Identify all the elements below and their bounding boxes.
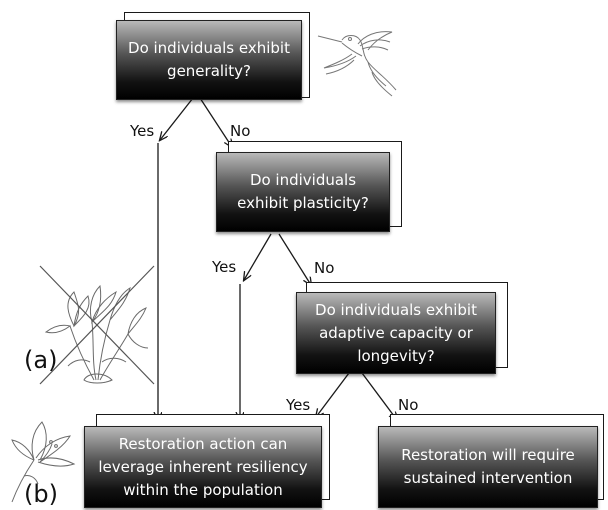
arrow-q1-yes	[160, 97, 194, 140]
crossed-out-lily-bouquet-icon	[39, 265, 155, 385]
q1-text: Do individuals exhibit generality?	[128, 39, 290, 80]
arrow-q3-yes	[316, 372, 350, 417]
panel-label-a: (a)	[24, 346, 58, 374]
q3-text: Do individuals exhibit adaptive capacity…	[315, 300, 477, 365]
outcome-a-box: Restoration action can leverage inherent…	[84, 426, 322, 508]
hummingbird-icon	[317, 31, 397, 97]
single-tubular-flower-icon	[11, 421, 76, 503]
q2-decision-box: Do individuals exhibit plasticity?	[216, 152, 390, 232]
q1-yes-label: Yes	[130, 122, 155, 140]
q3-yes-label: Yes	[286, 396, 311, 414]
arrow-q3-no	[361, 372, 397, 420]
arrow-q2-yes	[244, 233, 272, 280]
panel-label-b: (b)	[24, 480, 58, 508]
q1-decision-box: Do individuals exhibit generality?	[116, 20, 302, 100]
q2-no-label: No	[314, 259, 335, 277]
q2-yes-label: Yes	[212, 258, 237, 276]
q1-no-label: No	[230, 122, 251, 140]
q3-decision-box: Do individuals exhibit adaptive capacity…	[296, 292, 496, 374]
q2-text: Do individuals exhibit plasticity?	[237, 171, 369, 212]
outcome-b-text: Restoration will require sustained inter…	[401, 446, 575, 487]
arrow-q1-no	[199, 97, 232, 147]
outcome-b-box: Restoration will require sustained inter…	[378, 426, 598, 508]
arrow-q2-no	[278, 233, 311, 285]
q3-no-label: No	[398, 396, 419, 414]
outcome-a-text: Restoration action can leverage inherent…	[98, 434, 308, 499]
